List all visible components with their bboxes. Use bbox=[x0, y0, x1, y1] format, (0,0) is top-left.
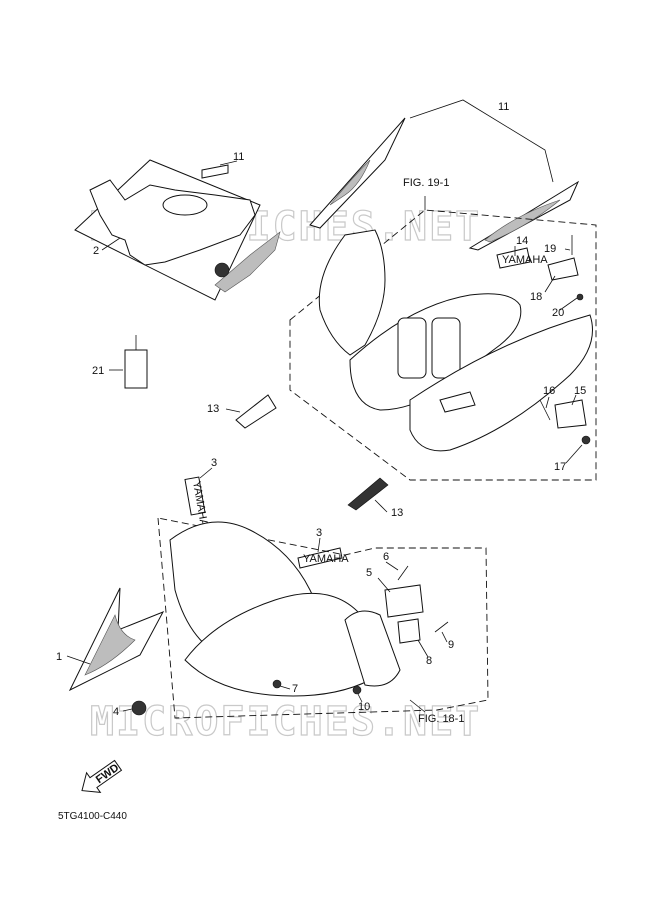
callout-13-upper: 13 bbox=[207, 403, 219, 415]
side-cover-assembly bbox=[74, 159, 281, 301]
callout-19: 19 bbox=[544, 243, 556, 255]
callout-2: 2 bbox=[93, 245, 99, 257]
rear-fender-assembly: YAMAHA bbox=[289, 209, 597, 481]
callout-10: 10 bbox=[358, 701, 370, 713]
callout-21: 21 bbox=[92, 365, 104, 377]
decal-3-horizontal: YAMAHA bbox=[297, 547, 349, 569]
plate-8-part bbox=[397, 618, 421, 644]
front-fender-assembly bbox=[157, 517, 489, 719]
callout-20: 20 bbox=[552, 307, 564, 319]
callout-18: 18 bbox=[530, 291, 542, 303]
fastener-icon bbox=[214, 262, 230, 278]
callout-1: 1 bbox=[56, 651, 62, 663]
callout-5: 5 bbox=[366, 567, 372, 579]
decal-13-lower bbox=[347, 477, 389, 511]
callout-17: 17 bbox=[554, 461, 566, 473]
callout-15: 15 bbox=[574, 385, 586, 397]
callout-13-lower: 13 bbox=[391, 507, 403, 519]
callout-3-lower: 3 bbox=[316, 527, 322, 539]
callout-6: 6 bbox=[383, 551, 389, 563]
decal-3-vertical: YAMAHA bbox=[184, 476, 210, 528]
callout-4: 4 bbox=[113, 706, 119, 718]
fwd-arrow-icon: FWD bbox=[81, 759, 123, 794]
decal-12 bbox=[309, 99, 580, 251]
callout-16: 16 bbox=[543, 385, 555, 397]
callout-9: 9 bbox=[448, 639, 454, 651]
decal-14-text: YAMAHA bbox=[502, 254, 548, 266]
watermark-bottom: MICROFICHES.NET bbox=[90, 699, 481, 745]
callout-14: 14 bbox=[516, 235, 528, 247]
callout-12: 11 bbox=[498, 101, 509, 113]
callout-11: 11 bbox=[233, 151, 244, 163]
plate-18-part bbox=[547, 257, 579, 281]
svg-text:YAMAHA: YAMAHA bbox=[303, 553, 349, 565]
decal-13-left bbox=[235, 394, 277, 429]
callout-3-upper: 3 bbox=[211, 457, 217, 469]
label-11-part bbox=[201, 164, 229, 179]
grommet-4-icon bbox=[131, 700, 147, 716]
tag-21 bbox=[124, 335, 148, 389]
fig-19-1-label: FIG. 19-1 bbox=[403, 177, 449, 189]
callout-8: 8 bbox=[426, 655, 432, 667]
drawing-code: 5TG4100-C440 bbox=[58, 811, 127, 822]
fig-18-1-label: FIG. 18-1 bbox=[418, 713, 464, 725]
decal-1 bbox=[68, 587, 165, 692]
plate-15-part bbox=[554, 399, 587, 429]
callout-7: 7 bbox=[292, 683, 298, 695]
plate-5-part bbox=[384, 584, 424, 618]
